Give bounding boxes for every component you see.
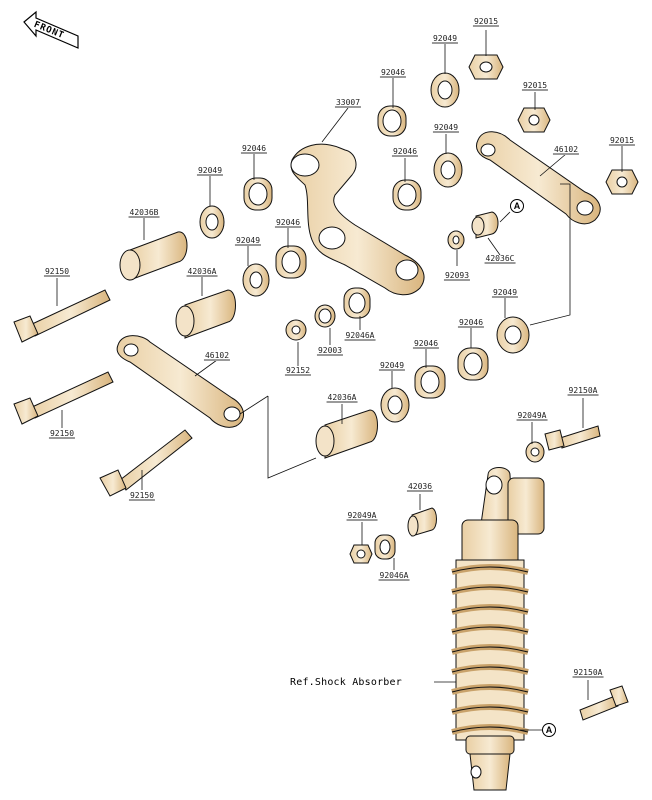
callout-marker-lower: A	[542, 723, 556, 737]
part-label[interactable]: 42036C	[484, 254, 516, 264]
tie-rod-lower	[116, 335, 244, 428]
part-label[interactable]: 92046A	[344, 331, 376, 341]
part-label[interactable]: 92152	[284, 366, 312, 376]
part-label[interactable]: 42036B	[128, 208, 160, 218]
part-label[interactable]: 92093	[443, 271, 471, 281]
collar-42036a-lower	[324, 409, 378, 459]
part-label[interactable]: 92015	[521, 81, 549, 91]
part-label[interactable]: 92046	[457, 318, 485, 328]
part-label[interactable]: 92046	[412, 339, 440, 349]
reference-note: Ref.Shock Absorber	[290, 677, 402, 688]
collar-42036a-upper	[184, 289, 236, 339]
part-label[interactable]: 92150A	[567, 386, 599, 396]
part-label[interactable]: 92046	[274, 218, 302, 228]
part-label[interactable]: 92046A	[378, 571, 410, 581]
rocker-arm	[290, 143, 425, 296]
tie-rod-upper	[476, 131, 601, 225]
part-label[interactable]: 92046	[379, 68, 407, 78]
leader-lines	[56, 30, 623, 731]
part-label[interactable]: 92049	[432, 123, 460, 133]
part-label[interactable]: 92015	[472, 17, 500, 27]
part-label[interactable]: 46102	[552, 145, 580, 155]
part-label[interactable]: 92046	[391, 147, 419, 157]
part-label[interactable]: 42036	[406, 482, 434, 492]
part-label[interactable]: 92003	[316, 346, 344, 356]
bolt-92150a-upper	[544, 425, 601, 451]
part-label[interactable]: 92150	[128, 491, 156, 501]
bolt-92150-middle	[13, 371, 114, 425]
collar-42036b	[129, 231, 188, 281]
part-label[interactable]: 92049A	[346, 511, 378, 521]
part-label[interactable]: 92049	[491, 288, 519, 298]
part-label[interactable]: 92049	[196, 166, 224, 176]
part-label[interactable]: 42036A	[326, 393, 358, 403]
part-label[interactable]: 92150	[43, 267, 71, 277]
part-label[interactable]: 42036A	[186, 267, 218, 277]
bolt-92150-lower	[99, 429, 193, 497]
part-label[interactable]: 92049	[378, 361, 406, 371]
part-label[interactable]: 92049	[234, 236, 262, 246]
part-label[interactable]: 46102	[203, 351, 231, 361]
callout-marker-upper: A	[510, 199, 524, 213]
part-label[interactable]: 92150A	[572, 668, 604, 678]
part-label[interactable]: 92046	[240, 144, 268, 154]
front-direction-arrow-icon	[23, 10, 79, 49]
bolt-92150-upper	[13, 289, 111, 343]
part-label[interactable]: 92150	[48, 429, 76, 439]
shock-absorber	[451, 467, 545, 791]
part-label[interactable]: 33007	[334, 98, 362, 108]
part-label[interactable]: 92049A	[516, 411, 548, 421]
bolt-92150a-lower	[579, 685, 629, 721]
part-label[interactable]: 92015	[608, 136, 636, 146]
part-label[interactable]: 92049	[431, 34, 459, 44]
